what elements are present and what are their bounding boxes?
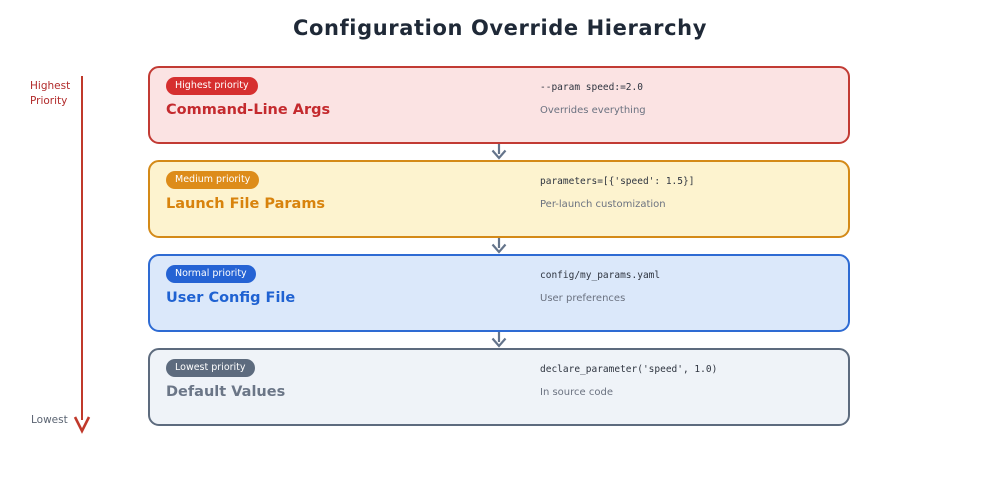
page-title: Configuration Override Hierarchy: [292, 16, 708, 40]
level-description: Overrides everything: [540, 105, 646, 116]
priority-badge: Medium priority: [166, 171, 260, 189]
hierarchy-stack: Highest priority Command-Line Args --par…: [148, 66, 850, 426]
down-arrow-icon: [491, 144, 507, 160]
level-card-command-line-args: Highest priority Command-Line Args --par…: [148, 66, 850, 144]
connector: [148, 144, 850, 160]
priority-badge: Highest priority: [166, 77, 258, 95]
level-description: In source code: [540, 387, 613, 398]
level-code: --param speed:=2.0: [540, 82, 643, 93]
axis-highest-label: Highest Priority: [30, 79, 70, 109]
level-code: declare_parameter('speed', 1.0): [540, 364, 718, 375]
axis-lowest-label: Lowest: [31, 414, 68, 426]
down-arrow-icon: [491, 332, 507, 348]
down-arrow-icon: [491, 238, 507, 254]
level-card-launch-file-params: Medium priority Launch File Params param…: [148, 160, 850, 238]
level-card-user-config-file: Normal priority User Config File config/…: [148, 254, 850, 332]
level-title: Default Values: [166, 384, 286, 400]
level-card-default-values: Lowest priority Default Values declare_p…: [148, 348, 850, 426]
level-title: Command-Line Args: [166, 102, 331, 118]
level-title: User Config File: [166, 290, 296, 306]
connector: [148, 238, 850, 254]
level-description: Per-launch customization: [540, 199, 666, 210]
priority-axis-down-arrow-icon: [73, 76, 91, 434]
axis-highest-label-line2: Priority: [30, 95, 68, 107]
level-code: config/my_params.yaml: [540, 270, 661, 281]
level-description: User preferences: [540, 293, 626, 304]
priority-badge: Lowest priority: [166, 359, 255, 377]
level-title: Launch File Params: [166, 196, 326, 212]
axis-highest-label-line1: Highest: [30, 80, 71, 92]
priority-badge: Normal priority: [166, 265, 256, 283]
level-code: parameters=[{'speed': 1.5}]: [540, 176, 695, 187]
connector: [148, 332, 850, 348]
